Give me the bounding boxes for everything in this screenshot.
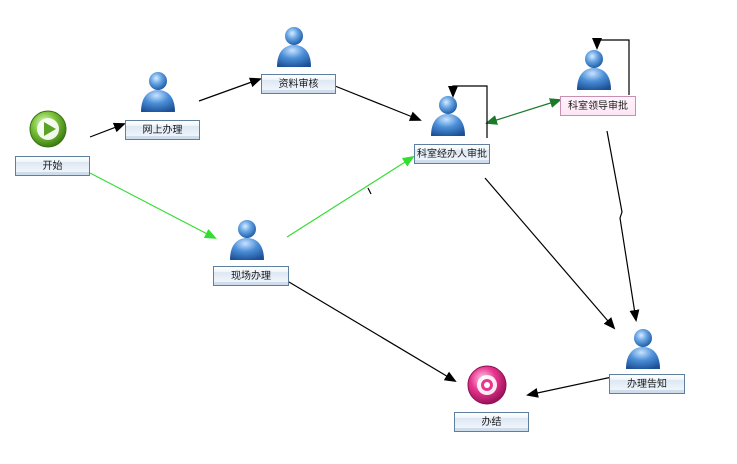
edge-notify-to-end[interactable] [526, 376, 613, 398]
node-start[interactable]: 开始 [15, 156, 90, 176]
node-onsite[interactable]: 现场办理 [213, 266, 289, 286]
user-icon-onsite[interactable] [230, 220, 264, 260]
edges [89, 38, 640, 398]
node-online[interactable]: 网上办理 [125, 120, 200, 140]
edge-onsite-tick [367, 187, 372, 195]
node-clerk[interactable]: 科室经办人审批 [414, 144, 490, 164]
edge-onsite-to-end[interactable] [288, 281, 457, 383]
user-icon-clerk[interactable] [431, 96, 465, 136]
edge-online-to-review[interactable] [198, 77, 262, 102]
node-end[interactable]: 办结 [454, 412, 529, 432]
node-notify[interactable]: 办理告知 [609, 374, 685, 394]
edge-start-to-online[interactable] [89, 122, 126, 138]
node-leader[interactable]: 科室领导审批 [560, 96, 636, 116]
node-review[interactable]: 资料审核 [261, 74, 336, 94]
edge-review-to-clerk[interactable] [334, 85, 422, 121]
edge-clerk-leader[interactable] [485, 98, 562, 125]
edge-leader-to-notify[interactable] [606, 130, 640, 322]
edge-clerk-self-loop[interactable] [448, 85, 488, 138]
user-icon-notify[interactable] [626, 329, 660, 369]
edge-onsite-to-clerk[interactable] [286, 155, 415, 238]
user-icon-review[interactable] [277, 27, 311, 67]
edge-leader-self-loop[interactable] [592, 38, 630, 95]
user-icon-leader[interactable] [577, 50, 611, 90]
user-icon-online[interactable] [141, 72, 175, 112]
edge-start-to-onsite[interactable] [89, 172, 217, 239]
edge-clerk-to-notify[interactable] [484, 177, 616, 330]
play-icon[interactable] [29, 110, 67, 148]
end-icon[interactable] [467, 365, 507, 405]
